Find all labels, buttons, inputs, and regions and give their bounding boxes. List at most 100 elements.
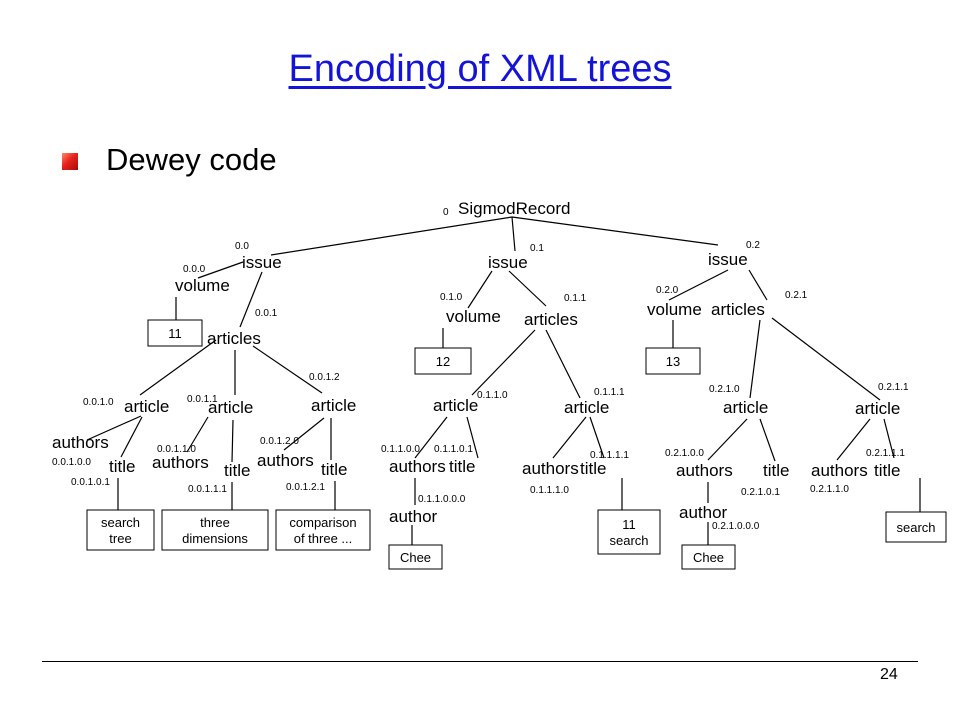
value-text: 11 — [168, 326, 182, 341]
node-label: title — [321, 460, 347, 479]
value-text: search — [101, 515, 140, 530]
node-label: article — [855, 399, 900, 418]
value-box-v-12: 12 — [414, 347, 472, 375]
value-box-frame — [645, 347, 701, 375]
dewey-code-label: 0.1.1.0.0.0 — [418, 494, 466, 505]
dewey-code-label: 0.2.1.1.1 — [866, 448, 905, 459]
node-label: issue — [488, 253, 528, 272]
tree-edge — [270, 216, 513, 256]
value-text: comparison — [289, 515, 356, 530]
node-label: article — [208, 398, 253, 417]
dewey-code-label: 0.0.1.1 — [187, 394, 218, 405]
dewey-code-label: 0.1.1.1 — [594, 387, 625, 398]
tree-edge — [86, 415, 142, 441]
value-box-frame — [681, 544, 736, 570]
tree-node-i0-a2: article 0.0.1.2 — [309, 372, 356, 415]
tree-edge — [231, 419, 234, 463]
dewey-code-label: 0.0.1.2.0 — [260, 436, 299, 447]
value-text: Chee — [400, 550, 431, 565]
value-box-v-11: 11 — [147, 319, 203, 347]
tree-edge — [545, 329, 581, 399]
dewey-code-label: 0.0.1.0 — [83, 397, 114, 408]
node-label: volume — [647, 300, 702, 319]
node-label: article — [124, 397, 169, 416]
tree-edge — [508, 270, 547, 307]
dewey-code-label: 0.2.1.0.0.0 — [712, 521, 760, 532]
node-label: article — [311, 396, 356, 415]
tree-edges — [86, 216, 921, 545]
tree-node-i2-vol: volume 0.2.0 — [647, 285, 702, 319]
tree-edge — [120, 416, 143, 458]
tree-edge — [759, 418, 776, 462]
tree-edge — [283, 417, 325, 451]
value-text: three — [200, 515, 230, 530]
node-label: author — [389, 507, 438, 526]
tree-edge — [252, 345, 323, 394]
node-label: title — [109, 457, 135, 476]
dewey-code-label: 0.2.1 — [785, 290, 808, 301]
value-text: search — [609, 533, 648, 548]
tree-edge — [668, 269, 729, 301]
tree-edge — [466, 416, 479, 459]
tree-edge — [239, 271, 263, 328]
dewey-code-label: 0.0.1.1.0 — [157, 444, 196, 455]
node-label: volume — [446, 307, 501, 326]
tree-edge — [883, 418, 895, 459]
tree-node-i1-a0-title: title 0.1.1.0.1 — [434, 444, 475, 476]
dewey-code-label: 0.2.1.0.0 — [665, 448, 704, 459]
value-text: 12 — [436, 354, 450, 369]
value-text: dimensions — [182, 531, 248, 546]
node-label: author — [679, 503, 728, 522]
value-text: Chee — [693, 550, 724, 565]
node-label: articles — [524, 310, 578, 329]
node-label: authors — [257, 451, 314, 470]
tree-edge — [139, 339, 217, 396]
value-box-v-chee-1: Chee — [388, 544, 443, 570]
value-text: tree — [109, 531, 131, 546]
tree-node-i1-a0-author: author 0.1.1.0.0.0 — [389, 494, 466, 526]
node-label: authors — [522, 459, 579, 478]
dewey-code-label: 0.0.1 — [255, 308, 278, 319]
tree-edge — [748, 269, 768, 301]
dewey-code-label: 0.2.1.0 — [709, 384, 740, 395]
value-text: of three ... — [294, 531, 353, 546]
value-box-frame — [275, 509, 371, 551]
dewey-code-label: 0.2.0 — [656, 285, 679, 296]
node-label: article — [564, 398, 609, 417]
node-label: article — [723, 398, 768, 417]
tree-edge — [414, 416, 448, 459]
tree-edge — [511, 216, 719, 246]
tree-nodes: SigmodRecord0issue0.0issue0.1issue0.2vol… — [52, 199, 909, 532]
dewey-code-label: 0.0.1.2 — [309, 372, 340, 383]
value-box-v-search: search — [885, 511, 947, 543]
node-label: authors — [152, 453, 209, 472]
tree-edge — [467, 270, 493, 309]
dewey-code-label: 0.0.1.0.1 — [71, 477, 110, 488]
tree-edge — [186, 416, 209, 453]
value-text: 11 — [622, 517, 636, 532]
value-text: search — [896, 520, 935, 535]
value-box-frame — [161, 509, 269, 551]
node-label: title — [449, 457, 475, 476]
node-label: article — [433, 396, 478, 415]
value-box-frame — [388, 544, 443, 570]
dewey-code-label: 0.1.1.0.1 — [434, 444, 473, 455]
